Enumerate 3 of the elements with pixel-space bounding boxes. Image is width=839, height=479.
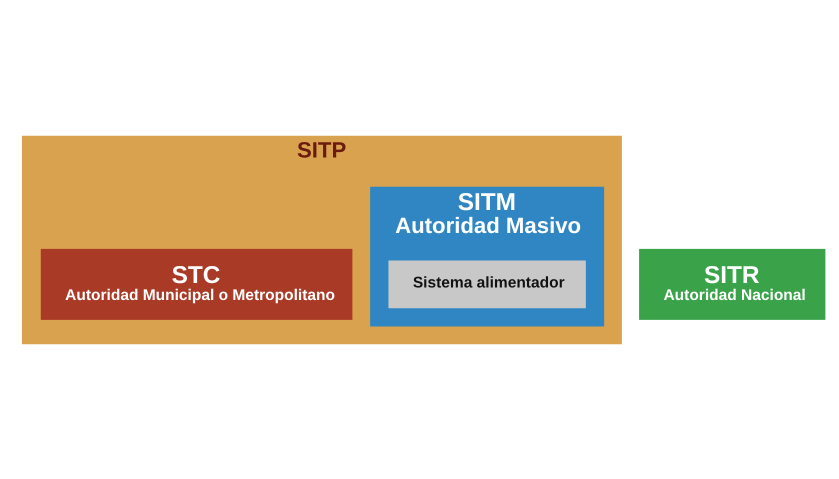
node-box: SITR Autoridad Nacional (639, 248, 826, 320)
node-box: Sistema alimentador (388, 260, 586, 308)
node-box: STC Autoridad Municipal o Metropolitano (40, 248, 352, 320)
